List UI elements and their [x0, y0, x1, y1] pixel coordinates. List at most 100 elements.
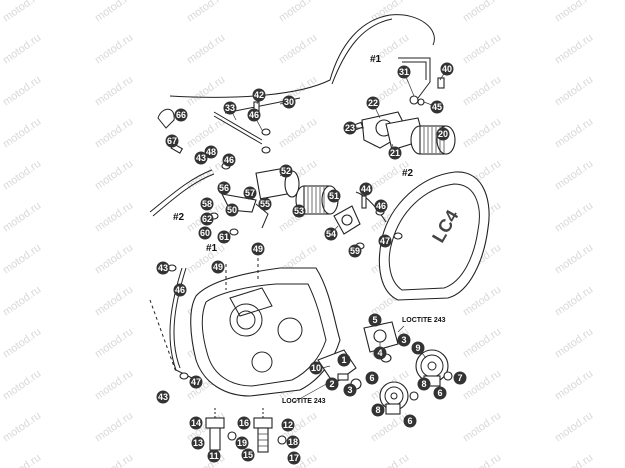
- watermark-text: motod.ru: [1, 242, 43, 277]
- svg-text:56: 56: [219, 183, 229, 193]
- watermark-text: motod.ru: [185, 32, 227, 67]
- svg-text:14: 14: [191, 418, 201, 428]
- callout-59: 59: [348, 244, 362, 258]
- callout-43: 43: [194, 151, 208, 165]
- watermark-text: motod.ru: [185, 452, 227, 468]
- callout-46: 46: [173, 283, 187, 297]
- watermark-text: motod.ru: [553, 326, 595, 361]
- svg-text:8: 8: [375, 405, 380, 415]
- callout-2: 2: [325, 377, 339, 391]
- svg-text:3: 3: [347, 385, 352, 395]
- watermark-text: motod.ru: [461, 0, 503, 24]
- callout-49: 49: [251, 242, 265, 256]
- watermark-text: motod.ru: [553, 32, 595, 67]
- svg-text:67: 67: [167, 136, 177, 146]
- watermark-text: motod.ru: [461, 326, 503, 361]
- svg-text:46: 46: [175, 285, 185, 295]
- callout-43: 43: [156, 390, 170, 404]
- callout-46: 46: [374, 199, 388, 213]
- ref-marker-2-left: #2: [173, 212, 185, 223]
- watermark-text: motod.ru: [93, 368, 135, 403]
- ref-marker-1-top: #1: [370, 54, 382, 65]
- watermark-text: motod.ru: [369, 0, 411, 24]
- watermark-text: motod.ru: [553, 0, 595, 24]
- watermark-text: motod.ru: [553, 200, 595, 235]
- watermark-text: motod.ru: [93, 32, 135, 67]
- callout-60: 60: [198, 226, 212, 240]
- callout-20: 20: [436, 127, 450, 141]
- watermark-text: motod.ru: [185, 0, 227, 24]
- watermark-text: motod.ru: [461, 452, 503, 468]
- svg-text:33: 33: [225, 103, 235, 113]
- svg-text:9: 9: [415, 343, 420, 353]
- callout-33: 33: [223, 101, 237, 115]
- watermark-text: motod.ru: [185, 116, 227, 151]
- callout-46: 46: [222, 153, 236, 167]
- svg-text:49: 49: [213, 262, 223, 272]
- loctite-note-bottom: LOCTITE 243: [282, 398, 326, 405]
- callout-12: 12: [281, 418, 295, 432]
- svg-text:48: 48: [206, 147, 216, 157]
- callout-62: 62: [200, 212, 214, 226]
- watermark-text: motod.ru: [1, 158, 43, 193]
- callout-8: 8: [371, 403, 385, 417]
- callout-57: 57: [243, 186, 257, 200]
- watermark-text: motod.ru: [461, 74, 503, 109]
- svg-text:43: 43: [196, 153, 206, 163]
- svg-text:43: 43: [158, 263, 168, 273]
- svg-text:22: 22: [368, 98, 378, 108]
- svg-text:7: 7: [457, 373, 462, 383]
- svg-text:23: 23: [345, 123, 355, 133]
- watermark-text: motod.ru: [553, 74, 595, 109]
- callout-50: 50: [225, 203, 239, 217]
- svg-text:43: 43: [158, 392, 168, 402]
- svg-text:30: 30: [284, 97, 294, 107]
- loctite-note-top: LOCTITE 243: [402, 317, 446, 324]
- watermark-text: motod.ru: [461, 368, 503, 403]
- callout-4: 4: [373, 346, 387, 360]
- watermark-text: motod.ru: [93, 326, 135, 361]
- svg-text:66: 66: [176, 110, 186, 120]
- callout-6: 6: [403, 414, 417, 428]
- callout-13: 13: [191, 436, 205, 450]
- watermark-text: motod.ru: [1, 32, 43, 67]
- callout-49: 49: [211, 260, 225, 274]
- callout-42: 42: [252, 88, 266, 102]
- callout-5: 5: [368, 313, 382, 327]
- watermark-text: motod.ru: [461, 410, 503, 445]
- watermark-text: motod.ru: [93, 158, 135, 193]
- callout-1: 1: [337, 353, 351, 367]
- watermark-text: motod.ru: [553, 410, 595, 445]
- svg-text:12: 12: [283, 420, 293, 430]
- watermark-text: motod.ru: [277, 116, 319, 151]
- callout-17: 17: [287, 451, 301, 465]
- svg-text:17: 17: [289, 453, 299, 463]
- svg-text:54: 54: [326, 229, 336, 239]
- watermark-text: motod.ru: [1, 74, 43, 109]
- callout-46: 46: [247, 108, 261, 122]
- callout-22: 22: [366, 96, 380, 110]
- callout-21: 21: [388, 146, 402, 160]
- watermark-text: motod.ru: [553, 284, 595, 319]
- callout-18: 18: [286, 435, 300, 449]
- watermark-text: motod.ru: [93, 116, 135, 151]
- callout-54: 54: [324, 227, 338, 241]
- svg-text:5: 5: [372, 315, 377, 325]
- svg-text:62: 62: [202, 214, 212, 224]
- callout-47: 47: [378, 234, 392, 248]
- svg-text:49: 49: [253, 244, 263, 254]
- svg-text:51: 51: [329, 191, 339, 201]
- callout-61: 61: [217, 230, 231, 244]
- svg-text:60: 60: [200, 228, 210, 238]
- svg-text:18: 18: [288, 437, 298, 447]
- watermark-text: motod.ru: [553, 452, 595, 468]
- svg-text:15: 15: [243, 450, 253, 460]
- watermark-text: motod.ru: [553, 242, 595, 277]
- svg-text:20: 20: [438, 129, 448, 139]
- callout-15: 15: [241, 448, 255, 462]
- svg-text:10: 10: [311, 363, 321, 373]
- svg-text:6: 6: [369, 373, 374, 383]
- watermark-text: motod.ru: [277, 32, 319, 67]
